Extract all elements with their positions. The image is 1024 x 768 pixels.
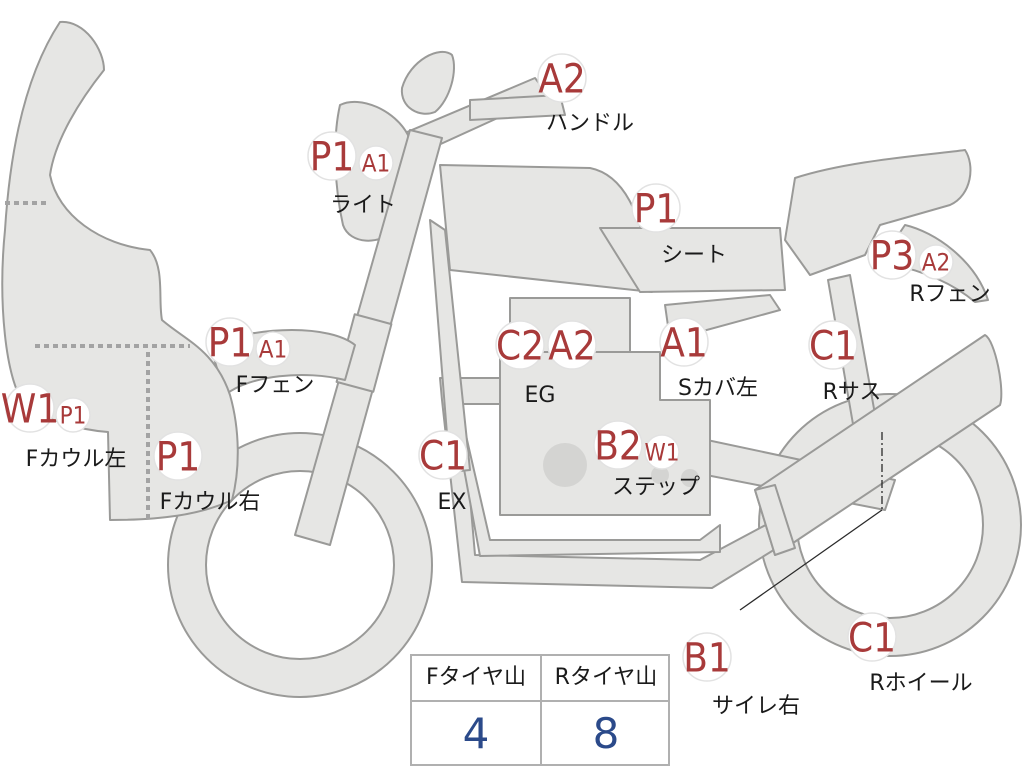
- rear-tire-value: 8: [592, 709, 620, 758]
- condition-badge: B2: [593, 420, 643, 470]
- part-label: ライト: [330, 193, 396, 218]
- condition-badge: A1: [659, 317, 709, 367]
- part-label: サイレ右: [712, 694, 800, 719]
- silencer-leader-line: [739, 509, 883, 611]
- condition-badge: C2: [495, 320, 545, 370]
- part-label: Fカウル左: [26, 447, 127, 472]
- rear-tire-column: Rタイヤ山 8: [542, 656, 670, 764]
- condition-badge: A2: [537, 53, 587, 103]
- rear-tire-label: Rタイヤ山: [542, 656, 670, 702]
- part-label: Sカバ左: [678, 376, 758, 401]
- part-label: Rサス: [823, 380, 882, 405]
- part-label: ステップ: [612, 475, 700, 500]
- condition-code: C1: [848, 615, 896, 661]
- condition-badge: C1: [847, 612, 897, 662]
- condition-badge: P1: [307, 131, 357, 181]
- part-label: EG: [525, 383, 556, 408]
- condition-badge: A1: [358, 145, 394, 181]
- condition-badge: C1: [418, 430, 468, 480]
- condition-badge: P1: [205, 317, 255, 367]
- condition-code: C1: [809, 323, 857, 369]
- condition-code: C2: [496, 323, 544, 369]
- part-label: EX: [438, 490, 467, 515]
- condition-badge: C1: [808, 320, 858, 370]
- condition-code: A2: [538, 56, 586, 102]
- condition-code: C1: [419, 433, 467, 479]
- callout-handle: A2 ハンドル: [537, 53, 634, 136]
- front-tire-label: Fタイヤ山: [412, 656, 540, 702]
- condition-code: B1: [683, 635, 731, 681]
- condition-badge: B1: [682, 632, 732, 682]
- condition-code: W1: [644, 439, 679, 467]
- condition-code: P1: [156, 434, 201, 480]
- condition-code: P1: [310, 134, 355, 180]
- condition-code: A1: [259, 336, 288, 364]
- condition-code: P1: [208, 320, 253, 366]
- condition-code: A2: [922, 249, 951, 277]
- tail-cowl: [784, 149, 972, 276]
- part-label: Fカウル右: [160, 490, 261, 515]
- condition-code: A2: [548, 323, 596, 369]
- condition-code: A1: [660, 320, 708, 366]
- condition-badge: W1: [1, 383, 59, 433]
- part-label: Rホイール: [869, 671, 972, 696]
- condition-badge: P3: [867, 230, 917, 280]
- condition-badge: P1: [153, 431, 203, 481]
- frame-rail: [429, 219, 471, 473]
- condition-code: P3: [870, 233, 915, 279]
- condition-badge: P1: [55, 397, 91, 433]
- callout-silencer-right: B1 サイレ右: [682, 632, 800, 719]
- part-label: Rフェン: [909, 282, 990, 307]
- tire-tread-table: Fタイヤ山 4 Rタイヤ山 8: [410, 654, 670, 766]
- front-cowl: [1, 20, 239, 521]
- front-tire-value: 4: [462, 709, 490, 758]
- condition-code: A1: [362, 150, 391, 178]
- part-label: シート: [661, 243, 727, 268]
- condition-code: P1: [60, 402, 87, 430]
- mirror: [400, 50, 456, 115]
- engine-cover: [543, 443, 587, 487]
- seat: [599, 227, 786, 293]
- condition-badge: A2: [918, 244, 954, 280]
- condition-badge: P1: [631, 183, 681, 233]
- callout-seat: P1 シート: [631, 183, 727, 268]
- rear-silencer: [754, 334, 1003, 556]
- front-tire-column: Fタイヤ山 4: [412, 656, 542, 764]
- condition-badge: A1: [255, 331, 291, 367]
- condition-badge: W1: [644, 434, 680, 470]
- part-label: ハンドル: [546, 111, 634, 136]
- condition-code: B2: [594, 423, 642, 469]
- condition-code: P1: [634, 186, 679, 232]
- condition-code: W1: [1, 386, 59, 432]
- part-label: Fフェン: [236, 373, 315, 398]
- condition-badge: A2: [547, 320, 597, 370]
